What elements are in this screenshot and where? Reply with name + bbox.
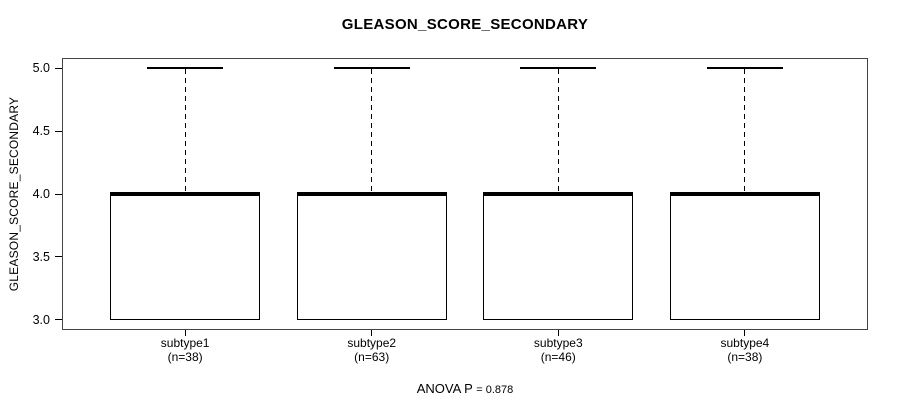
anova-label: ANOVA P — [416, 381, 473, 396]
y-axis-tick — [55, 256, 62, 258]
x-axis-group-label: subtype4(n=38) — [720, 336, 770, 364]
boxplot-box — [296, 194, 447, 320]
x-axis-group-label: subtype2(n=63) — [347, 336, 397, 364]
chart-title: GLEASON_SCORE_SECONDARY — [341, 16, 589, 33]
group-name: subtype4 — [720, 336, 770, 350]
median-line — [110, 192, 261, 196]
y-axis-tick-label: 3.0 — [32, 312, 50, 327]
upper-whisker-dashed-line — [557, 69, 559, 193]
x-axis-group-label: subtype3(n=46) — [533, 336, 583, 364]
upper-whisker-dashed-line — [184, 69, 186, 193]
y-axis-tick-label: 3.5 — [32, 249, 50, 264]
upper-whisker-cap — [333, 67, 410, 70]
upper-whisker-cap — [706, 67, 783, 70]
upper-whisker-cap — [147, 67, 224, 70]
median-line — [296, 192, 447, 196]
group-name: subtype2 — [347, 336, 397, 350]
anova-annotation: ANOVA P = 0.878 — [62, 381, 868, 396]
boxplot-box — [669, 194, 820, 320]
y-axis-tick-label: 5.0 — [32, 61, 50, 76]
anova-p-value: = 0.878 — [476, 384, 514, 396]
upper-whisker-cap — [520, 67, 597, 70]
group-n-count: (n=46) — [540, 349, 576, 364]
y-axis-tick-label: 4.0 — [32, 187, 50, 201]
group-n-count: (n=38) — [167, 349, 203, 364]
y-axis-tick — [55, 67, 62, 69]
boxplot-box — [483, 194, 634, 320]
x-axis-tick — [371, 330, 373, 336]
x-axis-tick — [184, 330, 186, 336]
y-axis-tick — [55, 130, 62, 132]
y-axis-tick-label: 4.5 — [32, 124, 50, 139]
x-axis-tick — [557, 330, 559, 336]
x-axis-tick — [744, 330, 746, 336]
y-axis-tick — [55, 319, 62, 321]
group-name: subtype1 — [160, 336, 210, 350]
upper-whisker-dashed-line — [744, 69, 746, 193]
group-n-count: (n=38) — [727, 349, 763, 364]
x-axis-group-label: subtype1(n=38) — [160, 336, 210, 364]
y-axis-tick — [55, 193, 62, 195]
median-line — [483, 192, 634, 196]
group-name: subtype3 — [533, 336, 583, 350]
median-line — [669, 192, 820, 196]
boxplot-box — [110, 194, 261, 320]
upper-whisker-dashed-line — [371, 69, 373, 193]
group-n-count: (n=63) — [354, 349, 390, 364]
